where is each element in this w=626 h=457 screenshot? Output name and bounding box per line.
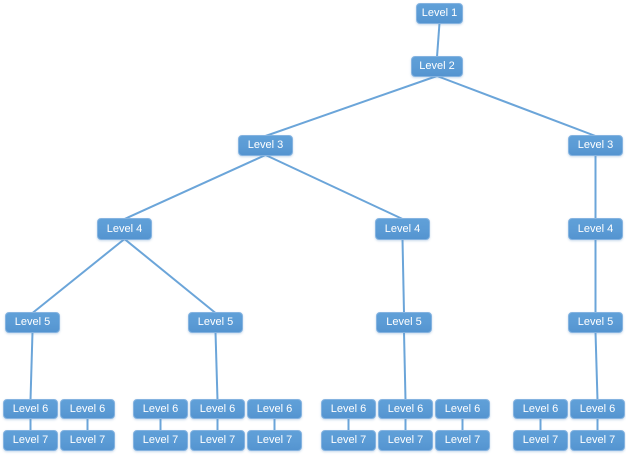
connector-n3a-to-n4a — [124, 154, 266, 220]
connector-n1-to-n2 — [436, 22, 441, 58]
tree-node-n7c1-level-7[interactable]: Level 7 — [321, 430, 376, 451]
tree-node-n6b2-level-6[interactable]: Level 6 — [190, 399, 245, 419]
tree-node-n3a-level-3[interactable]: Level 3 — [238, 135, 293, 156]
tree-node-n7a2-level-7[interactable]: Level 7 — [60, 430, 115, 451]
tree-node-n7b2-level-7[interactable]: Level 7 — [190, 430, 245, 451]
tree-node-n7b3-level-7[interactable]: Level 7 — [247, 430, 302, 451]
tree-node-n7c2-level-7[interactable]: Level 7 — [378, 430, 433, 451]
tree-node-n6a1-level-6[interactable]: Level 6 — [3, 399, 58, 419]
tree-node-n5b-level-5[interactable]: Level 5 — [188, 312, 243, 333]
connector-n4a-to-n5b — [123, 238, 217, 314]
tree-node-n5c-level-5[interactable]: Level 5 — [376, 312, 432, 333]
tree-node-n6b3-level-6[interactable]: Level 6 — [247, 399, 302, 419]
connector-n4a-to-n5a — [31, 238, 126, 314]
tree-node-n2-level-2[interactable]: Level 2 — [411, 56, 463, 77]
connector-n5a-to-n6a1 — [29, 331, 34, 401]
connector-n2-to-n3a — [265, 75, 438, 137]
tree-node-n6c1-level-6[interactable]: Level 6 — [321, 399, 376, 419]
tree-node-n4a-level-4[interactable]: Level 4 — [97, 218, 152, 240]
tree-node-n5a-level-5[interactable]: Level 5 — [5, 312, 60, 333]
tree-node-n1-level-1[interactable]: Level 1 — [416, 3, 463, 24]
tree-node-n4b-level-4[interactable]: Level 4 — [375, 218, 430, 240]
connector-n5b-to-n6b2 — [214, 331, 219, 401]
connector-n3a-to-n4b — [265, 154, 403, 220]
tree-node-n7d2-level-7[interactable]: Level 7 — [570, 430, 625, 451]
tree-node-n6a2-level-6[interactable]: Level 6 — [60, 399, 115, 419]
tree-node-n6d1-level-6[interactable]: Level 6 — [513, 399, 568, 419]
tree-node-n7c3-level-7[interactable]: Level 7 — [435, 430, 490, 451]
tree-node-n4c-level-4[interactable]: Level 4 — [568, 218, 623, 240]
connector-n5c-to-n6c2 — [403, 331, 407, 401]
tree-node-n6c2-level-6[interactable]: Level 6 — [378, 399, 433, 419]
connector-n4b-to-n5c — [401, 238, 405, 314]
connector-n2-to-n3b — [436, 75, 596, 137]
tree-node-n6c3-level-6[interactable]: Level 6 — [435, 399, 490, 419]
tree-node-n7b1-level-7[interactable]: Level 7 — [133, 430, 188, 451]
tree-node-n6d2-level-6[interactable]: Level 6 — [570, 399, 625, 419]
tree-node-n5d-level-5[interactable]: Level 5 — [568, 312, 623, 333]
connector-n5d-to-n6d2 — [594, 331, 599, 401]
tree-node-n6b1-level-6[interactable]: Level 6 — [133, 399, 188, 419]
tree-node-n7d1-level-7[interactable]: Level 7 — [513, 430, 568, 451]
tree-node-n7a1-level-7[interactable]: Level 7 — [3, 430, 58, 451]
tree-node-n3b-level-3[interactable]: Level 3 — [568, 135, 623, 156]
